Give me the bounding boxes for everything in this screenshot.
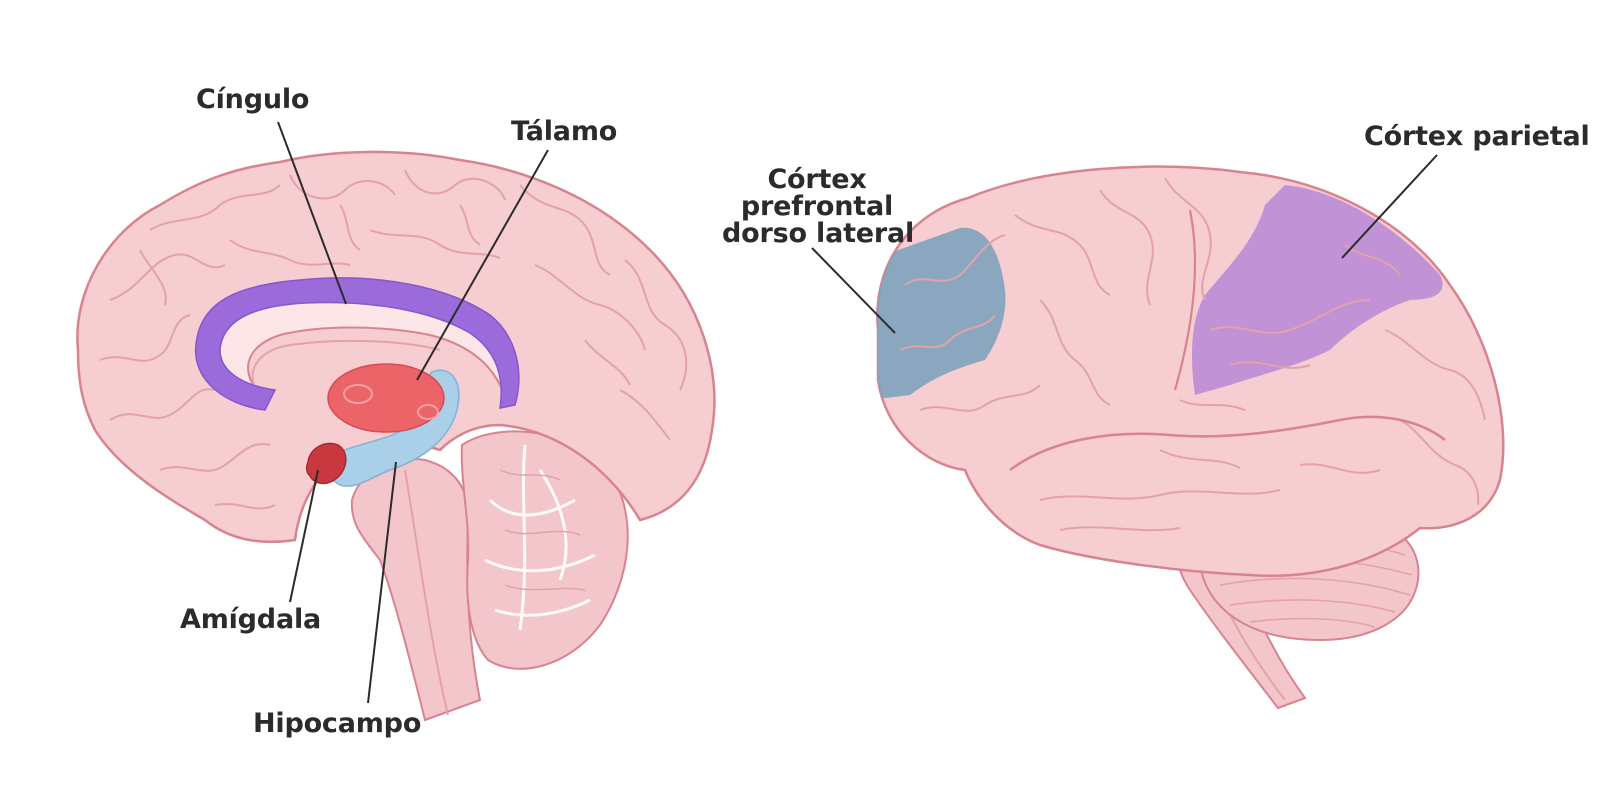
lateral-gyri [899, 177, 1486, 532]
label-talamo: Tálamo [511, 116, 618, 147]
talamo-leader [416, 149, 549, 381]
cortex-prefrontal-leader [811, 247, 896, 334]
label-cortex-prefrontal-line2: prefrontal [740, 191, 894, 222]
lateral-brain [876, 165, 1505, 710]
leader-lines [277, 121, 1438, 704]
brainstem [350, 458, 482, 722]
label-cortex-prefrontal-line1: Córtex [767, 164, 867, 195]
cingulo-leader [277, 121, 347, 305]
cortex-parietal-leader [1341, 154, 1438, 259]
label-cingulo: Cíngulo [196, 84, 310, 115]
label-amigdala: Amígdala [180, 604, 322, 635]
parietal-region [1192, 185, 1443, 395]
label-cortex-parietal: Córtex parietal [1364, 121, 1590, 152]
amigdala-leader [289, 469, 319, 603]
label-cortex-prefrontal-line3: dorso lateral [722, 218, 915, 249]
cerebrum-medial [76, 150, 716, 544]
thalamus [327, 363, 445, 433]
label-hipocampo: Hipocampo [253, 708, 422, 739]
cingulate-gyrus [195, 277, 520, 411]
hipocampo-leader [367, 461, 397, 704]
medial-brain [76, 150, 716, 722]
dlpfc-region [877, 227, 1006, 400]
label-cortex-prefrontal-dorsolateral: Córtex prefrontal dorso lateral [722, 164, 915, 249]
cerebrum-lateral [876, 165, 1505, 577]
medial-gyri [99, 169, 688, 510]
